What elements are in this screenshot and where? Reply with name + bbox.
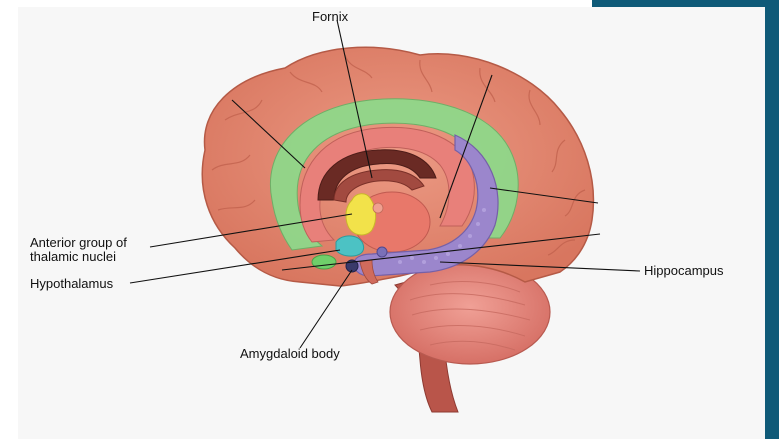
label-anterior-group-thalamic-nuclei: Anterior group of thalamic nuclei: [30, 236, 127, 264]
hypothalamus: [336, 236, 364, 256]
label-hippocampus: Hippocampus: [644, 264, 724, 278]
label-hypothalamus: Hypothalamus: [30, 277, 113, 291]
label-fornix: Fornix: [312, 10, 348, 24]
label-amygdaloid-body: Amygdaloid body: [240, 347, 340, 361]
amygdala-region: [312, 255, 336, 269]
